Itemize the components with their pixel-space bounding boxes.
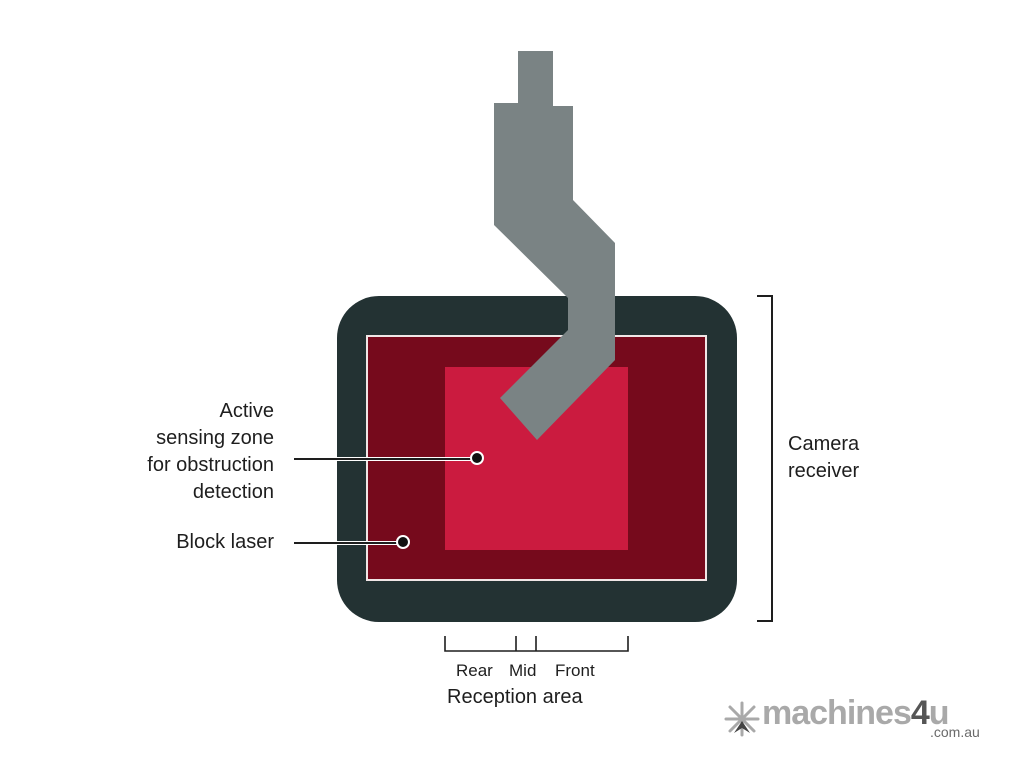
logo-word-u: u bbox=[928, 694, 950, 732]
camera-receiver-label: Camera receiver bbox=[788, 431, 859, 485]
camera-receiver-label-line: Camera bbox=[788, 433, 860, 455]
logo-domain: .com.au bbox=[930, 724, 980, 740]
snowflake-logo-icon bbox=[724, 701, 760, 737]
front-label: Front bbox=[555, 661, 595, 680]
machines4u-logo: machines4u .com.au bbox=[722, 694, 1002, 746]
active-zone-label-line: for obstruction bbox=[147, 454, 274, 476]
reception-area-bracket bbox=[444, 636, 629, 652]
punch-tool bbox=[494, 51, 615, 440]
logo-wordmark: machines4u bbox=[762, 694, 950, 733]
camera-receiver-bracket bbox=[757, 295, 773, 622]
logo-word-main: machines bbox=[762, 694, 912, 732]
active-zone-label-line: Active bbox=[219, 400, 274, 422]
rear-label: Rear bbox=[456, 661, 493, 680]
logo-word-four: 4 bbox=[910, 694, 930, 732]
camera-receiver-label-line: receiver bbox=[788, 460, 860, 482]
active-zone-label: Active sensing zone for obstruction dete… bbox=[100, 398, 274, 506]
block-laser-label: Block laser bbox=[176, 531, 274, 553]
mid-label: Mid bbox=[509, 661, 537, 680]
active-zone-label-line: detection bbox=[192, 481, 274, 503]
reception-area-label: Reception area bbox=[447, 686, 583, 708]
active-zone-marker-dot bbox=[470, 451, 484, 465]
active-zone-label-line: sensing zone bbox=[156, 427, 274, 449]
block-laser-marker-dot bbox=[396, 535, 410, 549]
